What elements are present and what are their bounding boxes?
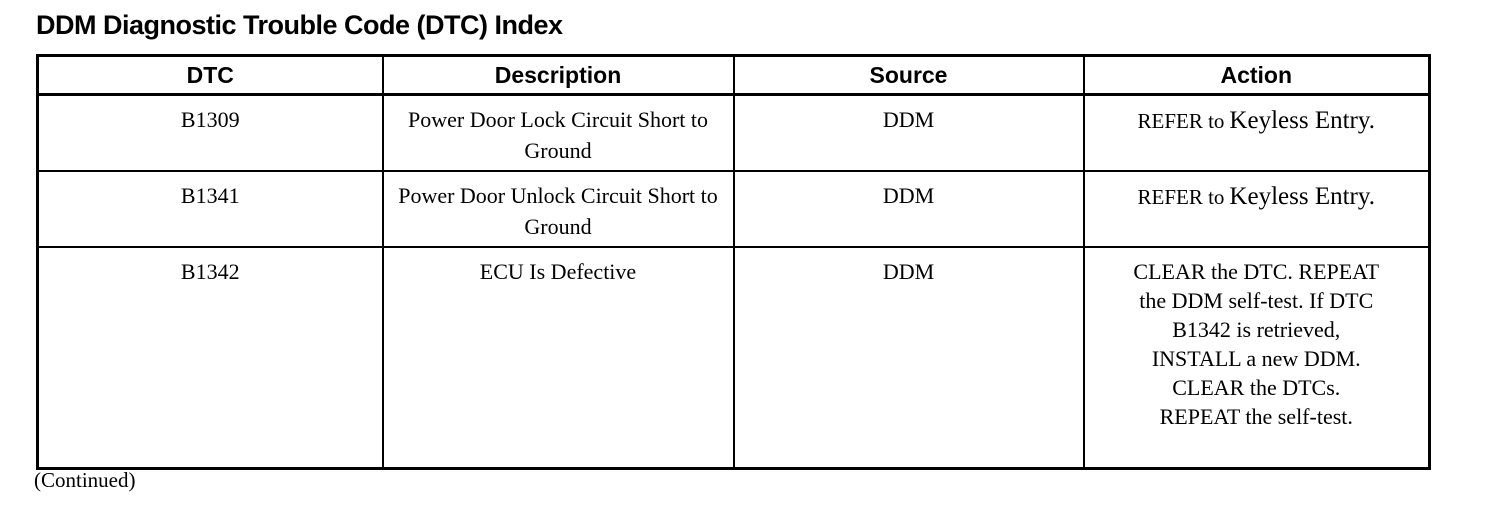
column-header-action: Action	[1082, 54, 1431, 96]
cell-source: DDM	[732, 93, 1085, 172]
table-row-b1341: B1341 Power Door Unlock Circuit Short to…	[36, 170, 1431, 248]
cell-dtc: B1309	[36, 93, 384, 172]
cell-description: ECU Is Defective	[381, 246, 735, 469]
continued-note: (Continued)	[34, 468, 136, 492]
action-prefix-text: REFER to	[1137, 109, 1225, 133]
table-row-b1309: B1309 Power Door Lock Circuit Short to G…	[36, 93, 1431, 172]
dtc-index-table: DTC Description Source Action B1309 Powe…	[36, 54, 1431, 470]
cell-source: DDM	[732, 246, 1085, 469]
action-reference-text: Keyless Entry.	[1229, 107, 1375, 134]
cell-source: DDM	[732, 170, 1085, 248]
cell-description: Power Door Lock Circuit Short to Ground	[381, 93, 735, 172]
column-header-source: Source	[732, 54, 1085, 96]
action-prefix-text: REFER to	[1137, 185, 1225, 209]
table-header-row: DTC Description Source Action	[36, 54, 1431, 96]
cell-dtc: B1342	[36, 246, 384, 469]
page-title: DDM Diagnostic Trouble Code (DTC) Index	[36, 10, 563, 40]
table-row-b1342: B1342 ECU Is Defective DDM CLEAR the DTC…	[36, 246, 1431, 469]
column-header-dtc: DTC	[36, 54, 384, 96]
cell-description: Power Door Unlock Circuit Short to Groun…	[381, 170, 735, 248]
action-reference-text: Keyless Entry.	[1229, 183, 1375, 210]
cell-dtc: B1341	[36, 170, 384, 248]
column-header-description: Description	[381, 54, 735, 96]
